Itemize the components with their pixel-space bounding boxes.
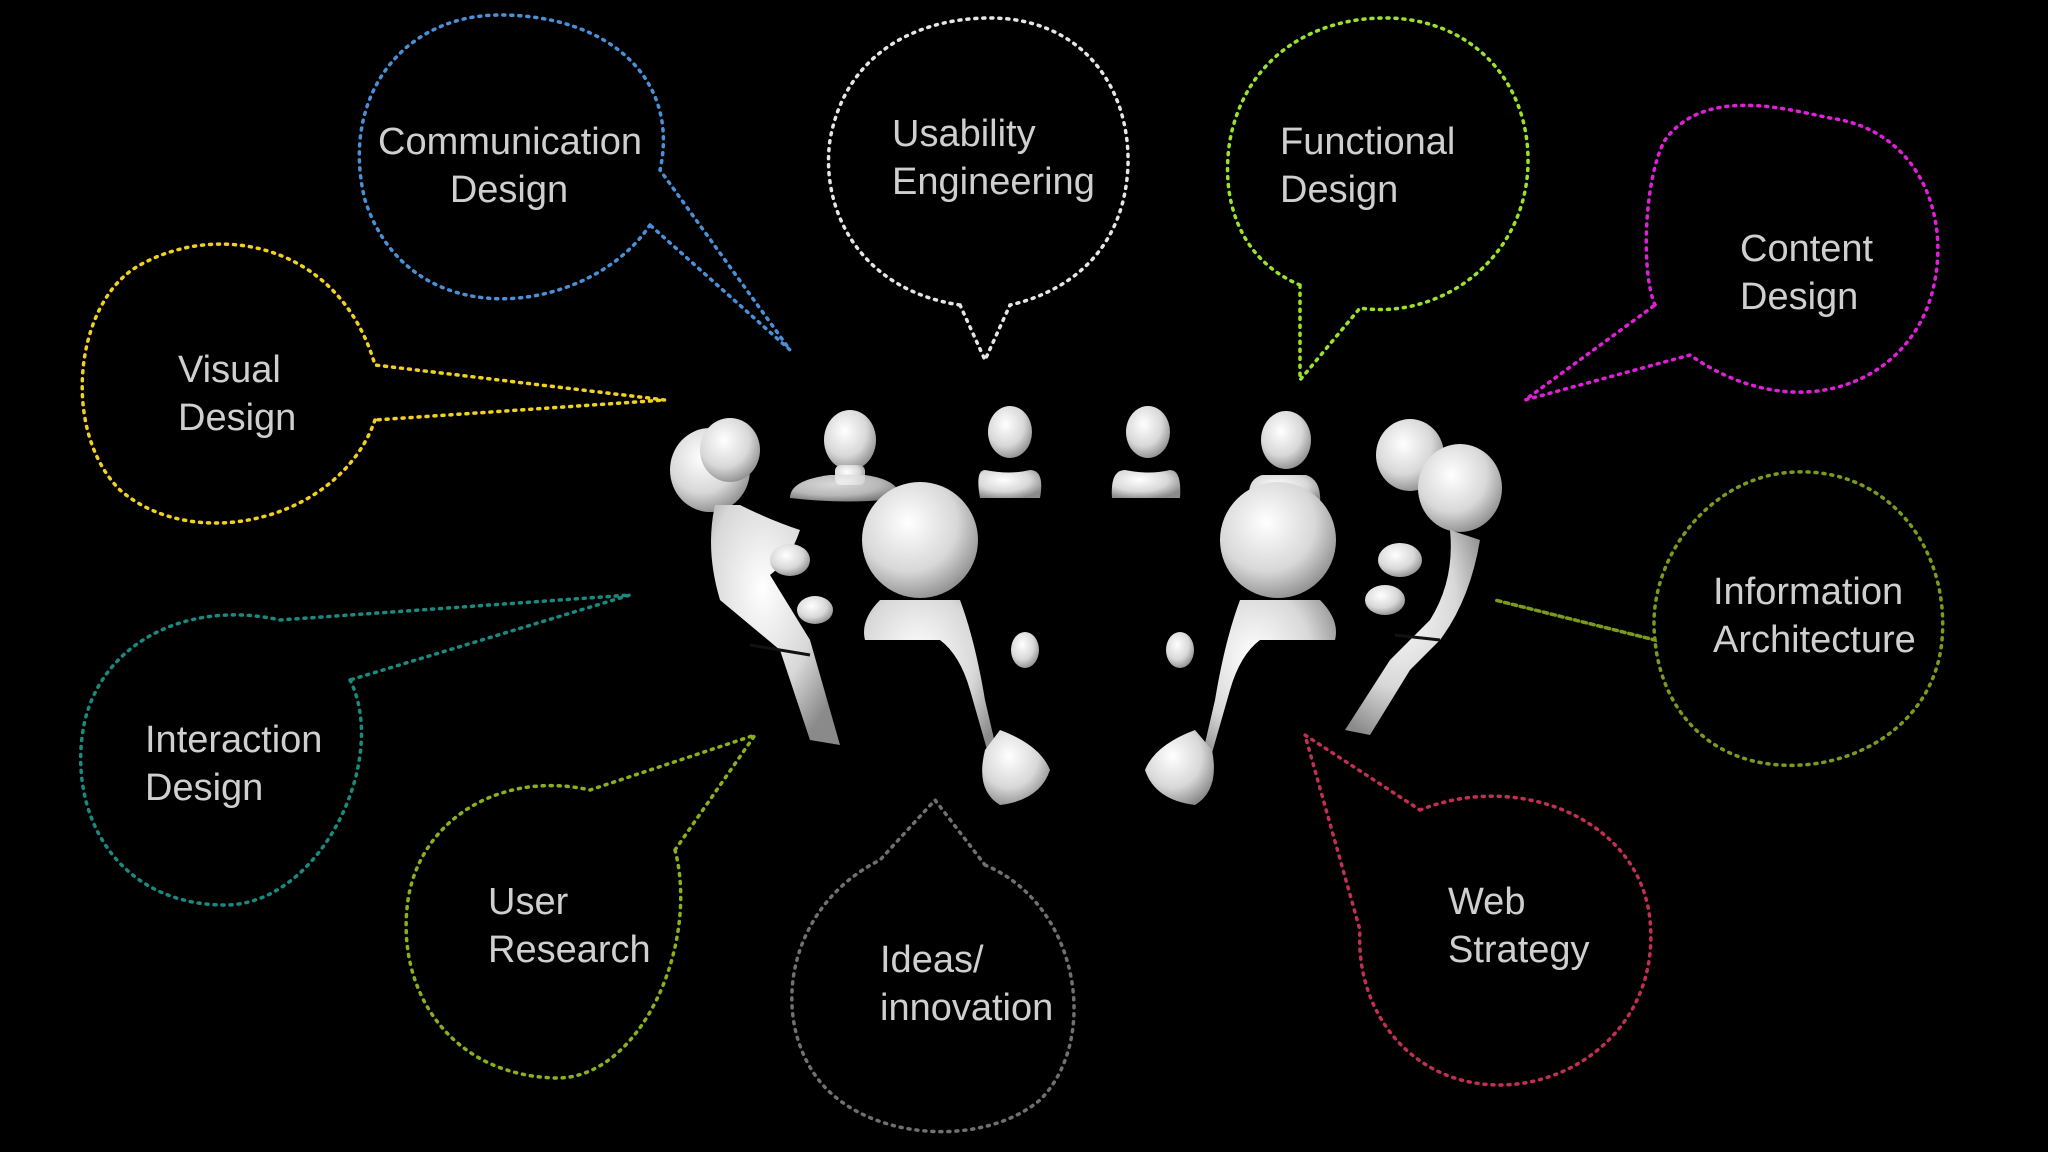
figure-right-front [1145,482,1336,805]
figure-back-2 [978,406,1042,498]
label-usability-engineering: Usability Engineering [892,110,1095,206]
bubble-outline [1225,16,1530,385]
label-content-design: Content Design [1740,225,1873,321]
bubble-usability-engineering [826,16,1130,365]
figure-right-side [1345,419,1502,735]
label-line: Design [178,397,297,439]
bubble-outline [80,242,666,525]
figure-left-front [862,482,1050,805]
label-line: Design [145,767,264,809]
bubble-information-architecture [1494,470,1945,768]
bubble-outline [826,16,1130,365]
label-line: innovation [880,987,1054,1029]
bubble-outline [1523,103,1940,402]
bubble-outline [404,731,760,1080]
label-line: Functional [1280,121,1456,163]
bubble-content-design [1523,103,1940,402]
label-line: Design [1740,276,1859,318]
label-visual-design: Visual Design [178,346,296,442]
label-line: Information [1713,571,1904,613]
label-line: Web [1448,881,1526,923]
figures-group [670,406,1502,805]
label-line: Communication [378,121,642,163]
label-line: Architecture [1713,619,1916,661]
figure-back-3 [1111,406,1181,498]
label-communication-design: Communication Design [378,118,642,214]
figure-back-1 [790,410,900,502]
label-line: Interaction [145,719,323,761]
label-line: Usability [892,113,1036,155]
bubble-functional-design [1225,16,1530,385]
bubble-outline [357,13,792,352]
bubble-web-strategy [1302,730,1653,1087]
label-ideas-innovation: Ideas/ innovation [880,936,1053,1032]
label-line: Design [1280,169,1399,211]
bubble-outline [1494,470,1945,768]
bubble-user-research [404,731,760,1080]
label-line: Ideas/ [880,939,984,981]
label-web-strategy: Web Strategy [1448,878,1590,974]
label-line: User [488,881,569,923]
label-functional-design: Functional Design [1280,118,1455,214]
bubble-outline [1302,730,1653,1087]
bubble-interaction-design [79,593,631,907]
bubble-communication-design [357,13,792,352]
label-line: Strategy [1448,929,1590,971]
chair-strokes [749,633,1441,657]
label-information-architecture: Information Architecture [1713,568,1916,664]
figure-left-side [670,418,840,745]
label-user-research: User Research [488,878,651,974]
bubble-outline [79,593,631,907]
bubble-outline [790,797,1076,1134]
label-line: Engineering [892,161,1095,203]
label-interaction-design: Interaction Design [145,716,322,812]
label-line: Design [449,169,569,211]
label-line: Research [488,929,651,971]
bubble-visual-design [80,242,666,525]
bubble-ideas-innovation [790,797,1076,1134]
label-line: Visual [178,349,281,391]
label-line: Content [1740,228,1874,270]
